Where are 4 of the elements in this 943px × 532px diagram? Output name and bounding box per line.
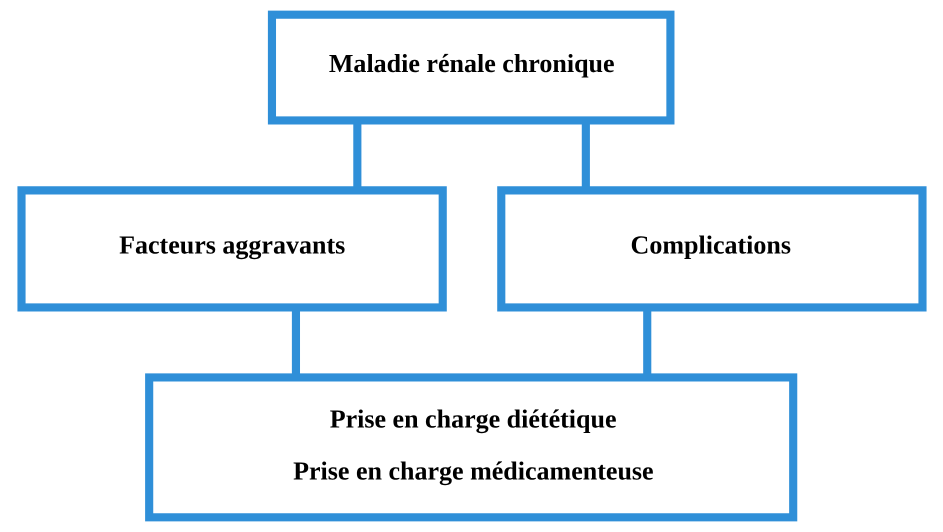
node-box: Prise en charge diététique Prise en charge médicamenteuse bbox=[144, 373, 797, 522]
node-box: Facteurs aggravants bbox=[16, 186, 446, 312]
node-box: Maladie rénale chronique bbox=[267, 10, 674, 124]
node-box: Complications bbox=[496, 186, 926, 312]
